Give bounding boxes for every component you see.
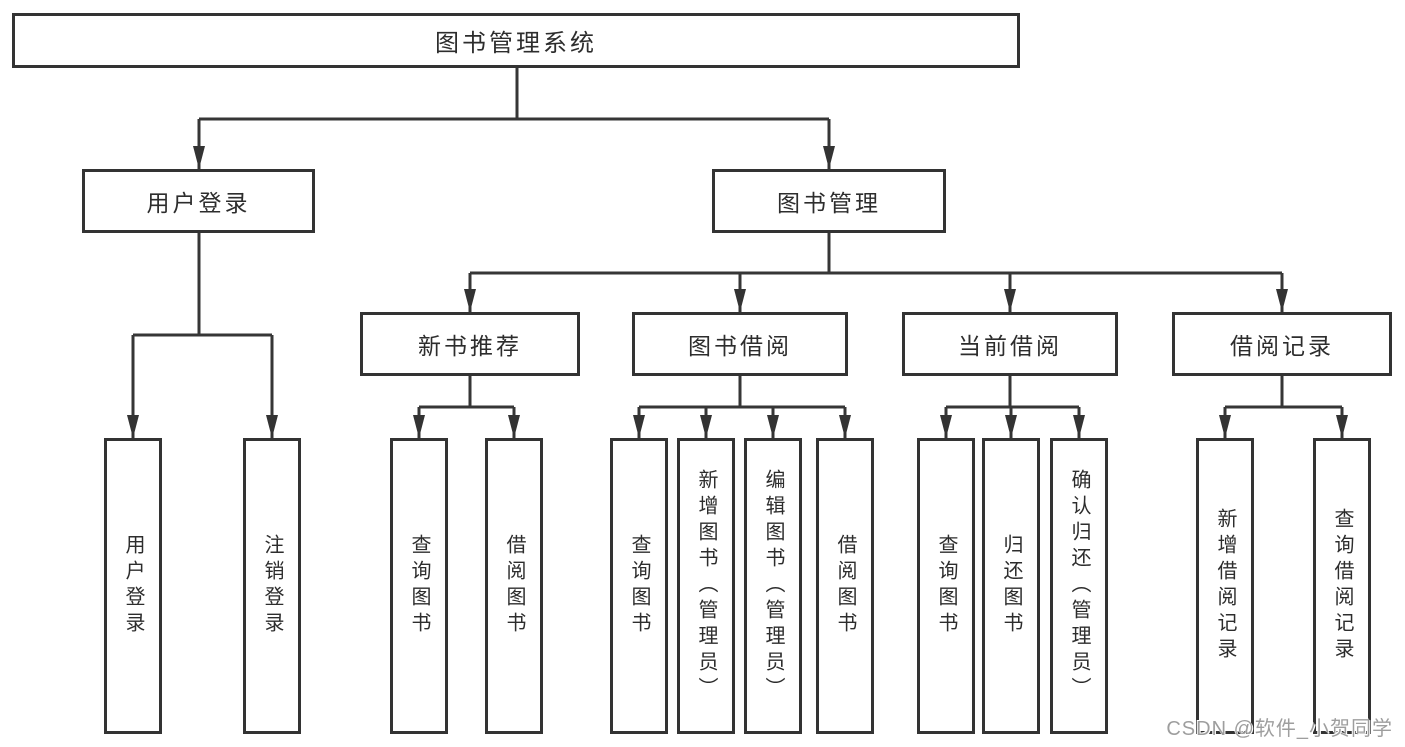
node-root-system: 图书管理系统 (12, 13, 1020, 68)
leaf-borrow-add-books-admin-label: 新增图书（管理员） (695, 469, 717, 703)
leaf-current-confirm-return-admin-label: 确认归还（管理员） (1068, 469, 1090, 703)
leaf-user-login-label: 用户登录 (122, 534, 144, 638)
csdn-watermark: CSDN @软件_小贺同学 (1166, 718, 1393, 740)
leaf-newbook-query-books-label: 查询图书 (408, 534, 430, 638)
node-new-book-recommend: 新书推荐 (360, 312, 580, 376)
leaf-newbook-borrow-books: 借阅图书 (485, 438, 543, 734)
leaf-current-confirm-return-admin: 确认归还（管理员） (1050, 438, 1108, 734)
leaf-current-query-books: 查询图书 (917, 438, 975, 734)
leaf-borrow-borrow-books: 借阅图书 (816, 438, 874, 734)
leaf-newbook-query-books: 查询图书 (390, 438, 448, 734)
node-user-login: 用户登录 (82, 169, 315, 233)
leaf-borrow-edit-books-admin: 编辑图书（管理员） (744, 438, 802, 734)
leaf-records-query-record-label: 查询借阅记录 (1331, 508, 1353, 664)
leaf-current-return-books-label: 归还图书 (1000, 534, 1022, 638)
leaf-borrow-query-books-label: 查询图书 (628, 534, 650, 638)
leaf-borrow-add-books-admin: 新增图书（管理员） (677, 438, 735, 734)
leaf-logout-label: 注销登录 (261, 534, 283, 638)
leaf-newbook-borrow-books-label: 借阅图书 (503, 534, 525, 638)
leaf-records-add-record-label: 新增借阅记录 (1214, 508, 1236, 664)
leaf-logout: 注销登录 (243, 438, 301, 734)
leaf-borrow-query-books: 查询图书 (610, 438, 668, 734)
leaf-records-query-record: 查询借阅记录 (1313, 438, 1371, 734)
leaf-records-add-record: 新增借阅记录 (1196, 438, 1254, 734)
leaf-current-query-books-label: 查询图书 (935, 534, 957, 638)
leaf-user-login: 用户登录 (104, 438, 162, 734)
leaf-current-return-books: 归还图书 (982, 438, 1040, 734)
node-current-borrowing: 当前借阅 (902, 312, 1118, 376)
node-book-management: 图书管理 (712, 169, 946, 233)
node-book-borrowing: 图书借阅 (632, 312, 848, 376)
leaf-borrow-borrow-books-label: 借阅图书 (834, 534, 856, 638)
leaf-borrow-edit-books-admin-label: 编辑图书（管理员） (762, 469, 784, 703)
node-borrow-records: 借阅记录 (1172, 312, 1392, 376)
